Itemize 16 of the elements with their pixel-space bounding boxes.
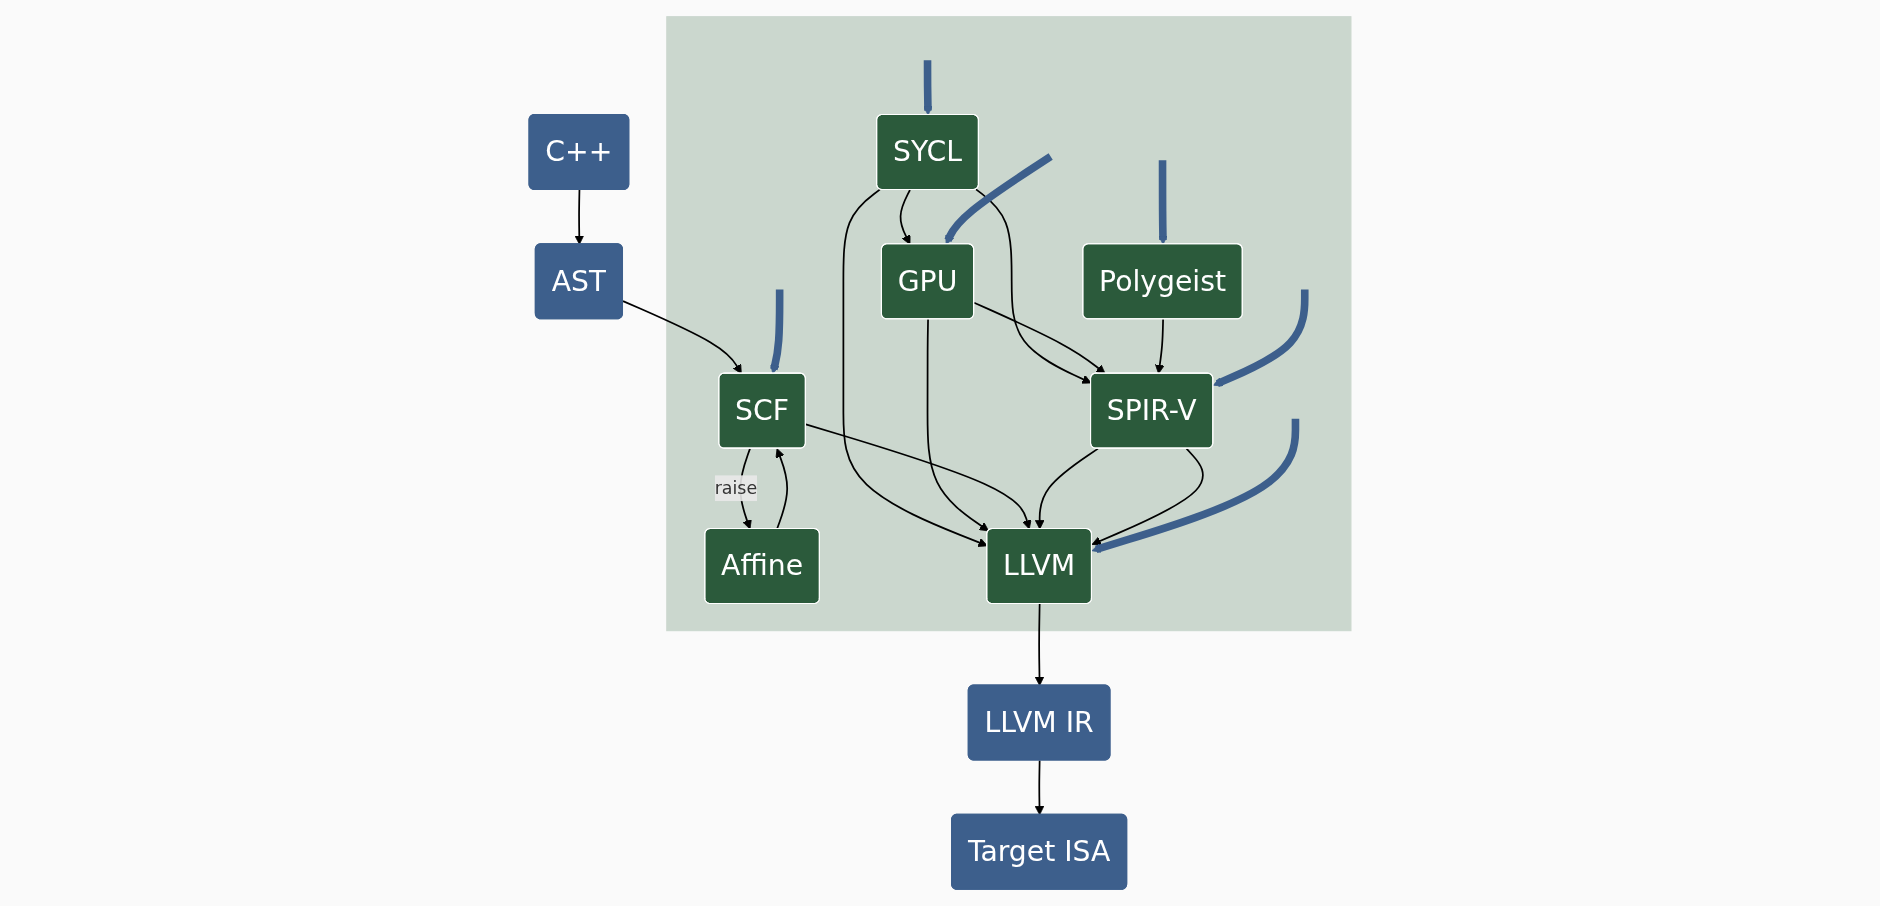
arrow bbox=[899, 189, 911, 245]
arrow bbox=[775, 448, 789, 530]
arrow bbox=[574, 189, 585, 245]
arrow bbox=[1034, 447, 1099, 530]
arrow bbox=[926, 318, 990, 532]
arrow bbox=[1034, 759, 1045, 816]
arrow bbox=[1155, 318, 1165, 375]
arrow bbox=[622, 300, 742, 375]
arrow bbox=[944, 153, 1053, 245]
arrow bbox=[1091, 447, 1204, 546]
arrow bbox=[1034, 603, 1045, 686]
arrow bbox=[805, 423, 1032, 530]
arrow bbox=[973, 301, 1106, 375]
edge-label: raise bbox=[714, 477, 758, 499]
arrow bbox=[842, 188, 988, 548]
cluster bbox=[666, 16, 1352, 632]
